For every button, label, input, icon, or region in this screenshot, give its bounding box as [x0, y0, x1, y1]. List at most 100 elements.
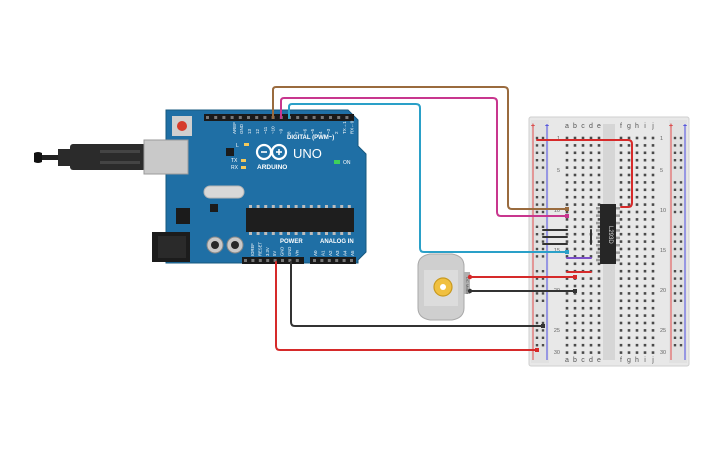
rail-hole[interactable] [535, 321, 539, 325]
header-pin[interactable] [335, 259, 339, 262]
breadboard-hole[interactable] [643, 158, 647, 162]
rail-hole[interactable] [673, 181, 677, 184]
breadboard-hole[interactable] [565, 343, 569, 347]
breadboard-hole[interactable] [643, 225, 647, 229]
breadboard-hole[interactable] [597, 173, 601, 177]
rail-hole[interactable] [541, 166, 545, 169]
breadboard-hole[interactable] [627, 351, 631, 354]
breadboard-hole[interactable] [573, 225, 577, 229]
breadboard-hole[interactable] [635, 136, 639, 140]
breadboard-hole[interactable] [581, 247, 585, 251]
breadboard-hole[interactable] [635, 188, 639, 192]
rail-hole[interactable] [535, 166, 539, 169]
breadboard-hole[interactable] [597, 240, 601, 243]
breadboard-hole[interactable] [635, 247, 639, 251]
breadboard-hole[interactable] [635, 299, 639, 303]
rail-hole[interactable] [541, 210, 545, 214]
rail-hole[interactable] [679, 321, 683, 325]
breadboard-hole[interactable] [643, 255, 647, 258]
breadboard-hole[interactable] [651, 173, 655, 177]
breadboard-hole[interactable] [589, 203, 593, 206]
breadboard-hole[interactable] [643, 277, 647, 280]
breadboard-hole[interactable] [581, 277, 585, 280]
breadboard-hole[interactable] [651, 255, 655, 258]
rail-hole[interactable] [541, 255, 545, 258]
rail-hole[interactable] [673, 292, 677, 295]
motor-terminal[interactable] [467, 274, 473, 280]
rail-hole[interactable] [673, 344, 677, 347]
breadboard-hole[interactable] [627, 203, 631, 206]
breadboard-hole[interactable] [619, 218, 623, 221]
breadboard-hole[interactable] [597, 277, 601, 280]
breadboard-hole[interactable] [581, 136, 585, 140]
breadboard-hole[interactable] [619, 329, 623, 332]
breadboard-hole[interactable] [627, 262, 631, 266]
rail-hole[interactable] [535, 188, 539, 191]
rail-hole[interactable] [541, 225, 545, 228]
rail-hole[interactable] [541, 299, 545, 302]
breadboard-hole[interactable] [651, 321, 655, 325]
breadboard-hole[interactable] [589, 218, 593, 221]
breadboard-hole[interactable] [573, 321, 577, 325]
breadboard-hole[interactable] [565, 247, 569, 251]
breadboard-hole[interactable] [589, 151, 593, 155]
breadboard-hole[interactable] [643, 262, 647, 266]
breadboard-hole[interactable] [635, 306, 639, 310]
breadboard-hole[interactable] [573, 240, 577, 243]
breadboard-hole[interactable] [589, 321, 593, 325]
breadboard-hole[interactable] [581, 336, 585, 340]
breadboard-hole[interactable] [635, 351, 639, 354]
breadboard-hole[interactable] [565, 210, 569, 214]
header-pin[interactable] [238, 116, 242, 119]
breadboard-hole[interactable] [565, 225, 569, 229]
rail-hole[interactable] [679, 277, 683, 280]
breadboard-hole[interactable] [597, 336, 601, 340]
breadboard-hole[interactable] [565, 232, 569, 236]
breadboard-hole[interactable] [619, 351, 623, 354]
rail-hole[interactable] [673, 270, 677, 273]
breadboard-hole[interactable] [597, 247, 601, 251]
breadboard-hole[interactable] [573, 181, 577, 184]
header-pin[interactable] [222, 116, 226, 119]
breadboard-hole[interactable] [597, 166, 601, 169]
header-pin[interactable] [206, 116, 209, 119]
rail-hole[interactable] [673, 144, 677, 147]
breadboard-hole[interactable] [589, 188, 593, 192]
breadboard-hole[interactable] [619, 284, 623, 288]
breadboard-hole[interactable] [619, 144, 623, 147]
rail-hole[interactable] [535, 299, 539, 302]
breadboard-hole[interactable] [643, 284, 647, 288]
rail-hole[interactable] [541, 233, 545, 236]
breadboard-hole[interactable] [619, 247, 623, 251]
breadboard-hole[interactable] [627, 136, 631, 140]
rail-hole[interactable] [673, 314, 677, 317]
breadboard-hole[interactable] [597, 269, 601, 273]
breadboard-hole[interactable] [573, 173, 577, 177]
rail-hole[interactable] [541, 336, 545, 339]
breadboard-hole[interactable] [573, 284, 577, 288]
breadboard-hole[interactable] [651, 299, 655, 303]
rail-hole[interactable] [541, 196, 545, 199]
header-pin[interactable] [266, 259, 270, 262]
rail-hole[interactable] [679, 314, 683, 317]
breadboard-hole[interactable] [643, 166, 647, 169]
breadboard-hole[interactable] [573, 210, 577, 214]
breadboard-hole[interactable] [651, 136, 655, 140]
rail-hole[interactable] [679, 151, 683, 154]
rail-hole[interactable] [541, 344, 545, 347]
breadboard-hole[interactable] [565, 181, 569, 184]
rail-hole[interactable] [673, 166, 677, 169]
breadboard-hole[interactable] [573, 151, 577, 155]
rail-hole[interactable] [541, 203, 545, 206]
rail-hole[interactable] [541, 181, 545, 184]
breadboard-hole[interactable] [597, 210, 601, 214]
rail-hole[interactable] [535, 270, 539, 273]
breadboard-hole[interactable] [597, 203, 601, 206]
breadboard-hole[interactable] [627, 321, 631, 325]
wire-red-5v[interactable] [275, 261, 538, 351]
breadboard-hole[interactable] [581, 173, 585, 177]
breadboard-hole[interactable] [589, 329, 593, 332]
breadboard-hole[interactable] [627, 144, 631, 147]
breadboard-hole[interactable] [627, 218, 631, 221]
breadboard-hole[interactable] [573, 144, 577, 147]
